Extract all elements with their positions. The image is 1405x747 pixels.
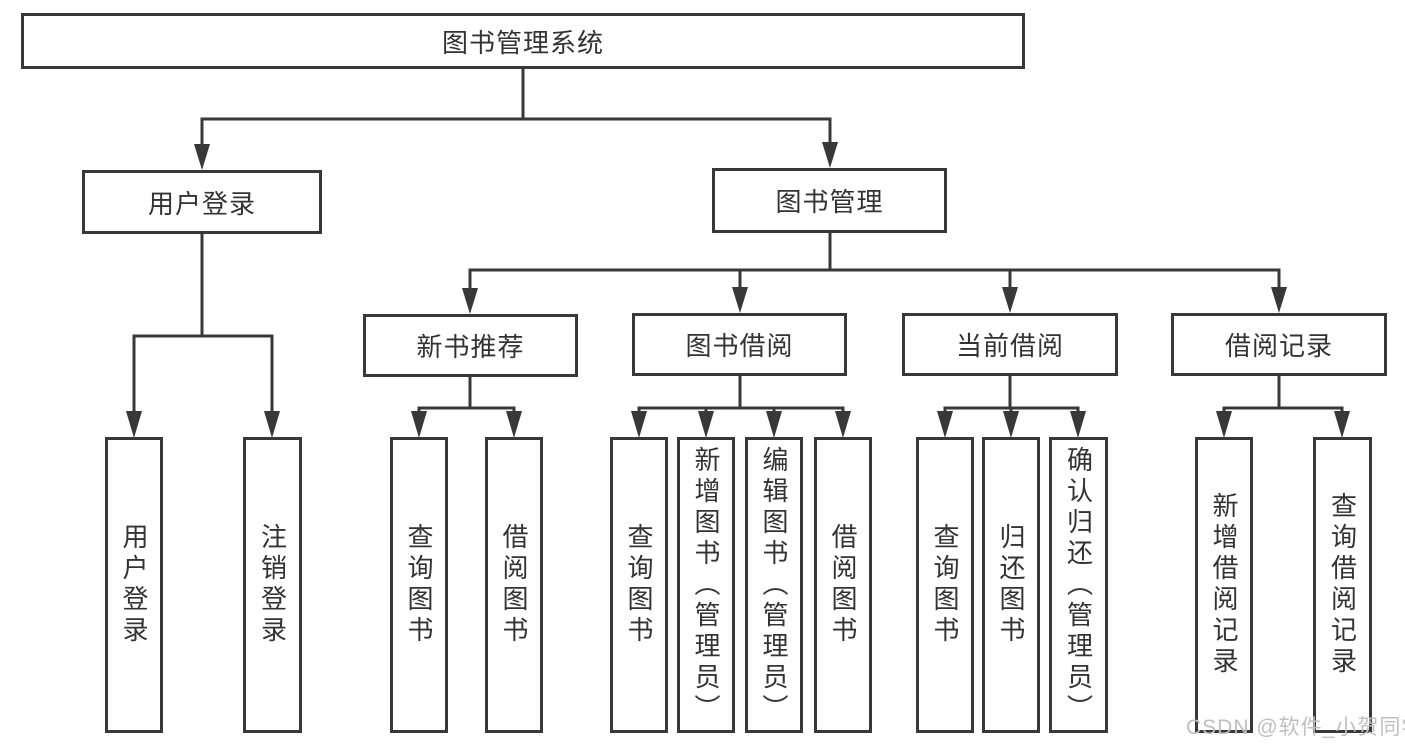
leaf-logout-login: 注销登录 — [243, 437, 302, 733]
arrow-down-icon — [631, 411, 647, 438]
arrow-down-icon — [462, 288, 478, 314]
node-current-borrowing: 当前借阅 — [902, 313, 1118, 376]
node-new-book-recommendation: 新书推荐 — [363, 314, 578, 377]
node-user-login: 用户登录 — [82, 170, 322, 234]
arrow-down-icon — [411, 411, 427, 438]
node-book-borrowing: 图书借阅 — [632, 313, 847, 376]
arrow-down-icon — [126, 411, 142, 438]
arrow-down-icon — [937, 411, 953, 438]
arrow-down-icon — [1070, 411, 1086, 438]
leaf-add-books-admin: 新增图书（管理员） — [677, 437, 735, 733]
arrow-down-icon — [822, 142, 838, 168]
arrow-down-icon — [698, 411, 714, 438]
arrow-down-icon — [1002, 287, 1018, 313]
node-library-system: 图书管理系统 — [21, 13, 1025, 69]
arrow-down-icon — [766, 411, 782, 438]
arrow-down-icon — [1334, 411, 1350, 438]
leaf-user-login: 用户登录 — [105, 437, 163, 733]
leaf-query-books-borrowing: 查询图书 — [610, 437, 668, 733]
arrow-down-icon — [1003, 411, 1019, 438]
node-borrowing-records: 借阅记录 — [1171, 313, 1387, 376]
leaf-borrow-books-borrowing: 借阅图书 — [814, 437, 872, 733]
arrow-down-icon — [1216, 411, 1232, 438]
arrow-down-icon — [732, 287, 748, 313]
arrowheads — [126, 142, 1350, 438]
watermark: CSDN @软件_小贺同学 — [1186, 716, 1405, 739]
arrow-down-icon — [194, 144, 210, 170]
arrow-down-icon — [264, 411, 280, 438]
leaf-query-borrow-record: 查询借阅记录 — [1313, 437, 1372, 733]
leaf-edit-books-admin: 编辑图书（管理员） — [745, 437, 803, 733]
leaf-confirm-return-admin: 确认归还（管理员） — [1049, 437, 1108, 733]
leaf-query-books-recommend: 查询图书 — [390, 437, 448, 733]
leaf-return-books: 归还图书 — [982, 437, 1040, 733]
arrow-down-icon — [835, 411, 851, 438]
node-book-management: 图书管理 — [712, 168, 947, 233]
leaf-borrow-books-recommend: 借阅图书 — [485, 437, 543, 733]
leaf-add-borrow-record: 新增借阅记录 — [1195, 437, 1253, 733]
arrow-down-icon — [506, 411, 522, 438]
leaf-query-books-current: 查询图书 — [916, 437, 974, 733]
arrow-down-icon — [1271, 287, 1287, 313]
